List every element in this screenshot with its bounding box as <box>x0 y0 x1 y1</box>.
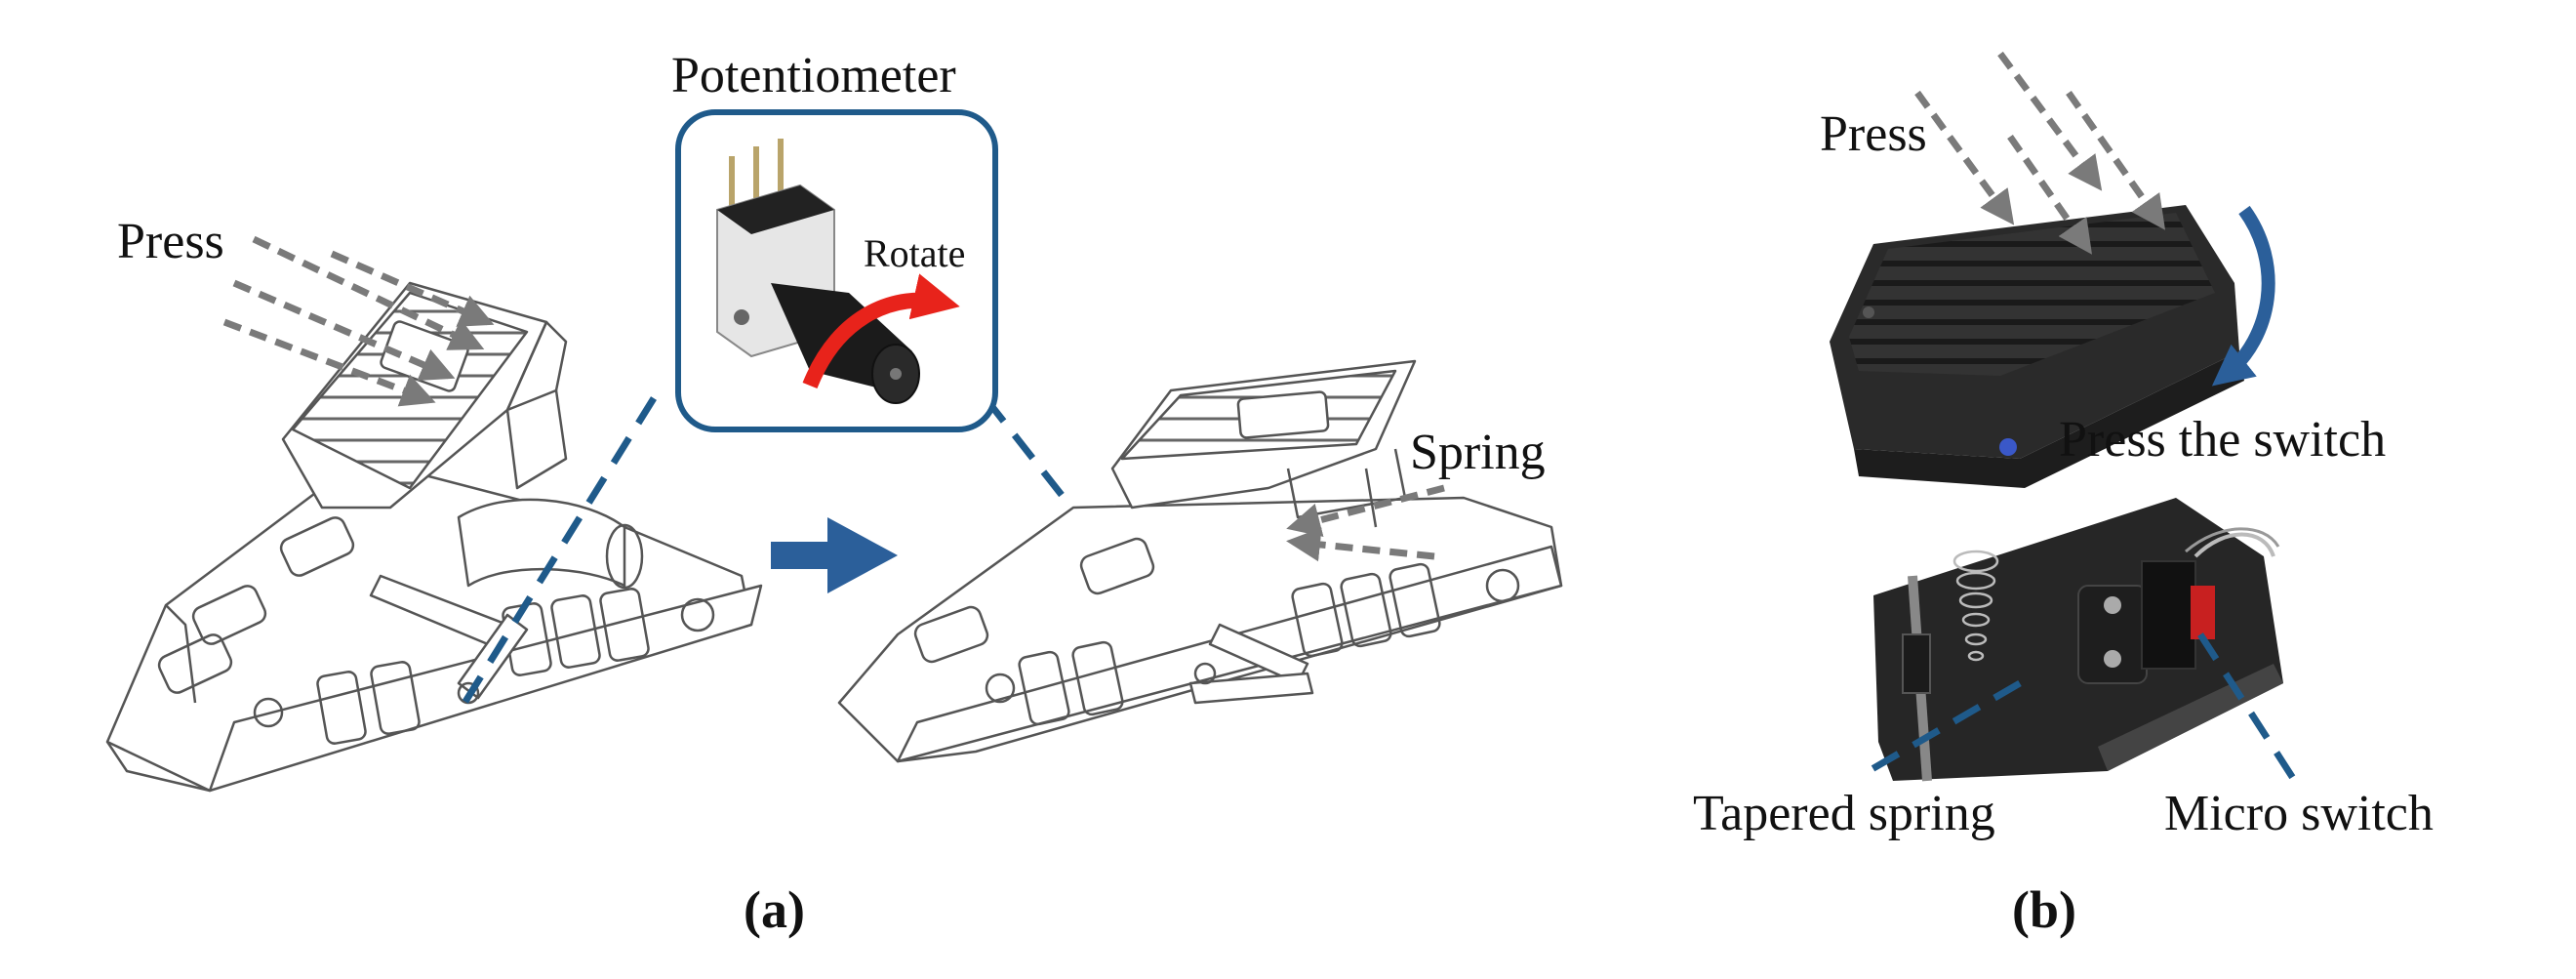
transition-arrow <box>771 517 898 593</box>
press-switch-arrow <box>2211 205 2275 387</box>
pedal-drawing-left <box>105 281 763 793</box>
potentiometer-callout <box>456 109 1213 714</box>
caption-a: (a) <box>744 880 805 939</box>
potentiometer-label: Potentiometer <box>671 48 956 103</box>
pedal-drawing-right <box>837 359 1563 763</box>
callout-lines-b <box>1867 632 2301 788</box>
press-switch-label: Press the switch <box>2059 412 2387 468</box>
foot-switch-photo <box>1830 205 2244 488</box>
potentiometer-photo <box>716 139 920 404</box>
spring-label: Spring <box>1410 425 1546 480</box>
rotate-label: Rotate <box>864 231 966 275</box>
switch-base-photo <box>1873 498 2283 782</box>
press-arrows-right <box>1914 51 2166 255</box>
micro-switch-label: Micro switch <box>2164 786 2434 841</box>
spring-arrows <box>1286 484 1445 562</box>
press-label-b: Press <box>1820 106 1927 162</box>
press-label-a: Press <box>117 214 224 269</box>
tapered-spring-label: Tapered spring <box>1693 786 1995 841</box>
press-arrows-left <box>222 235 495 407</box>
caption-b: (b) <box>2012 880 2076 939</box>
